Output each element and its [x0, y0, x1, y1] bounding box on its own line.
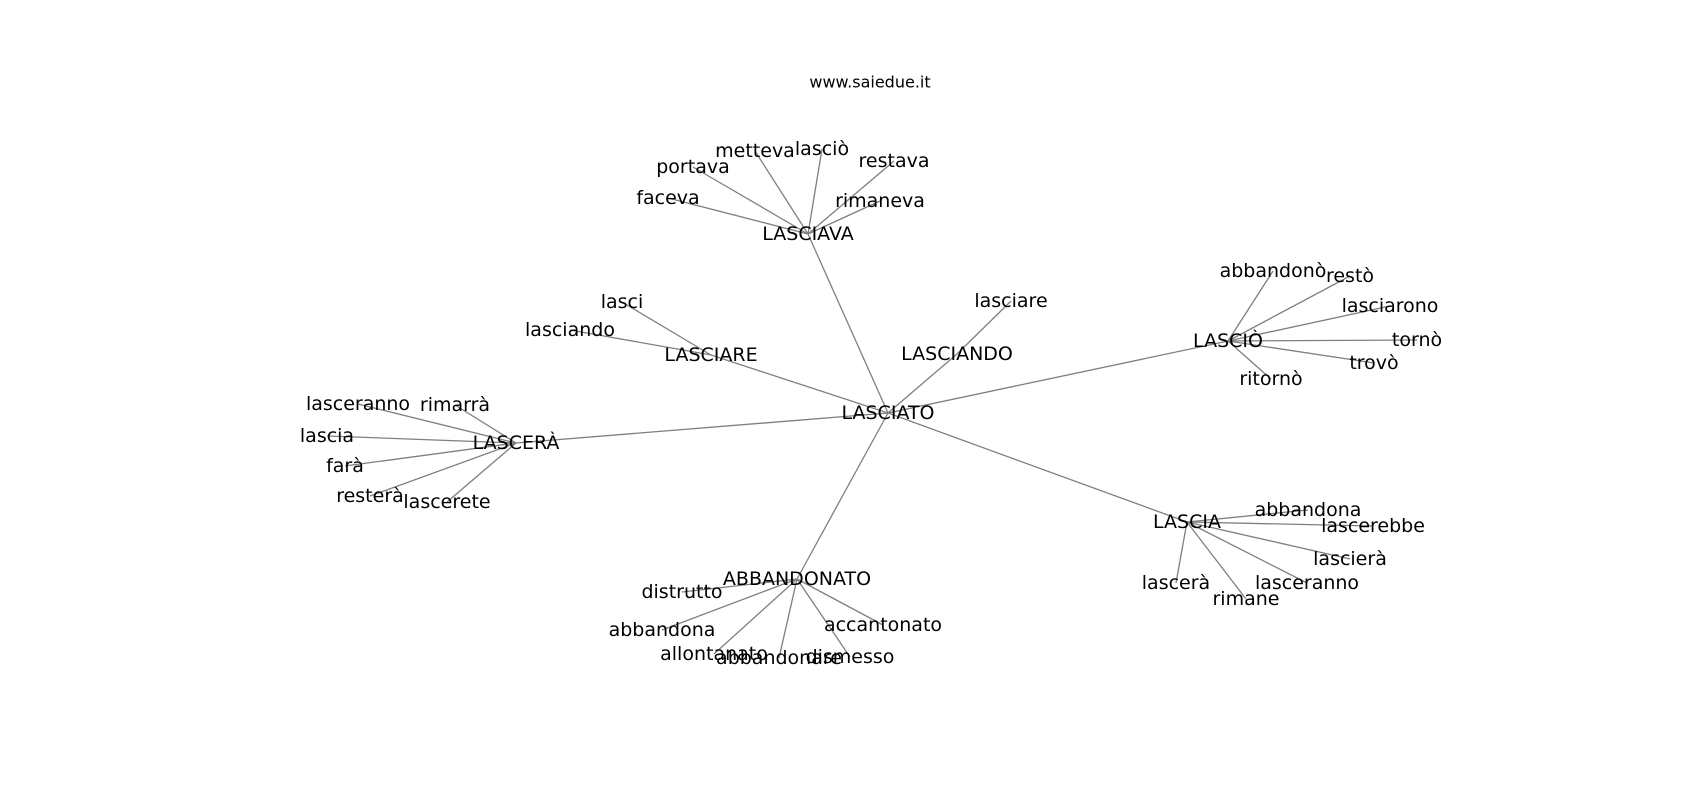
- edge-lascio-lasciarono: [1227, 305, 1391, 342]
- edge-lascio-torno: [1227, 339, 1418, 342]
- node-leaf-lasciando-small: lasciando: [525, 319, 615, 341]
- node-center-lasciato: LASCIATO: [841, 402, 934, 424]
- node-leaf-abbandona-b: abbandona: [609, 619, 716, 641]
- edge-lascia-lasceranno-b: [1186, 521, 1308, 584]
- node-hub-lascia: LASCIA: [1153, 511, 1221, 533]
- site-title: www.saiedue.it: [809, 73, 930, 92]
- edge-abbandonato-abbandonare: [778, 578, 798, 659]
- node-leaf-lasceranno-a: lasceranno: [306, 393, 410, 415]
- node-leaf-metteva: metteva: [715, 140, 795, 162]
- node-leaf-lascerete: lascerete: [403, 491, 490, 513]
- node-leaf-abbandonare: abbandonare: [716, 647, 842, 669]
- edge-center-lasciare: [710, 354, 889, 414]
- node-leaf-rimaneva: rimaneva: [835, 190, 925, 212]
- node-hub-lasciare: LASCIARE: [664, 344, 757, 366]
- edge-center-lasciando: [887, 353, 958, 414]
- node-hub-lascera: LASCERÀ: [473, 431, 560, 454]
- node-leaf-lascio-small: lasciò: [795, 138, 849, 160]
- edge-center-lascio: [887, 340, 1229, 414]
- edge-abbandonato-dismesso: [796, 578, 851, 658]
- edge-lasciava-metteva: [754, 150, 809, 235]
- edge-lascera-fara: [344, 442, 517, 467]
- edge-lascia-lascera-small: [1175, 521, 1188, 584]
- edge-lasciava-rimaneva: [807, 200, 881, 235]
- edge-abbandonato-accantonato: [796, 578, 884, 626]
- node-leaf-allontanato: allontanato: [660, 643, 768, 665]
- node-leaf-accantonato: accantonato: [824, 614, 942, 636]
- node-leaf-lascera-small: lascerà: [1142, 572, 1210, 594]
- edge-lascia-lascerebbe: [1186, 521, 1374, 527]
- edge-lascera-lasceranno-a: [357, 403, 517, 444]
- node-hub-lasciando: LASCIANDO: [901, 343, 1013, 365]
- edge-lascera-lascia-small: [326, 435, 517, 444]
- node-hub-abbandonato: ABBANDONATO: [723, 568, 871, 590]
- node-leaf-torno: tornò: [1392, 329, 1442, 351]
- node-hub-lascio: LASCIÒ: [1193, 328, 1263, 352]
- node-leaf-abbandona-a: abbandona: [1255, 499, 1362, 521]
- edge-abbandonato-distrutto: [681, 578, 798, 593]
- node-leaf-dismesso: dismesso: [806, 646, 895, 668]
- node-leaf-lascerebbe: lascerebbe: [1321, 515, 1425, 537]
- edge-lascio-resto: [1227, 275, 1351, 342]
- edge-lascio-ritorno: [1227, 340, 1272, 380]
- edge-lasciava-lascio-small: [807, 148, 823, 235]
- node-leaf-portava: portava: [656, 156, 729, 178]
- edge-lasciare-lasci: [621, 301, 712, 356]
- edge-center-lasciava: [807, 233, 889, 414]
- node-leaf-resto: restò: [1326, 265, 1374, 287]
- edge-lascera-restera: [369, 442, 517, 497]
- node-leaf-restera: resterà: [336, 485, 404, 507]
- edge-lascera-rimarra: [454, 404, 517, 444]
- node-leaf-lascia-small: lascia: [300, 425, 354, 447]
- node-leaf-faceva: faceva: [636, 187, 699, 209]
- edge-lasciava-portava: [692, 166, 809, 235]
- node-leaf-distrutto: distrutto: [641, 581, 722, 603]
- edge-lasciava-faceva: [667, 197, 809, 235]
- edge-lascia-rimane: [1186, 521, 1247, 600]
- node-leaf-trovo: trovò: [1349, 352, 1398, 374]
- edges-layer: [326, 148, 1418, 659]
- edge-center-lascera: [515, 412, 889, 444]
- edge-lascia-lascierà: [1186, 521, 1351, 560]
- edge-lasciando-lasciare-small: [956, 300, 1012, 355]
- edge-lasciare-lasciando-small: [569, 329, 712, 356]
- edge-lascio-trovo: [1227, 340, 1375, 364]
- node-leaf-ritorno: ritornò: [1239, 368, 1302, 390]
- node-leaf-restava: restava: [859, 150, 930, 172]
- edge-lascia-abbandona-a: [1186, 509, 1309, 523]
- edge-lascera-lascerete: [446, 442, 517, 503]
- edge-lascio-abbandono: [1227, 270, 1274, 342]
- node-leaf-lascierà: lascierà: [1313, 548, 1387, 570]
- node-leaf-lasciare-small: lasciare: [974, 290, 1047, 312]
- node-leaf-lasceranno-b: lasceranno: [1255, 572, 1359, 594]
- edge-center-lascia: [887, 412, 1188, 523]
- edge-abbandonato-allontanato: [713, 578, 798, 655]
- node-leaf-lasciarono: lasciarono: [1342, 295, 1439, 317]
- node-leaf-rimarra: rimarrà: [420, 394, 490, 416]
- node-leaf-abbandono: abbandonò: [1220, 260, 1327, 282]
- node-leaf-fara: farà: [326, 455, 364, 477]
- node-leaf-lasci: lasci: [601, 291, 644, 313]
- edge-lasciava-restava: [807, 160, 895, 235]
- edge-center-abbandonato: [796, 412, 889, 580]
- edge-abbandonato-abbandona-b: [661, 578, 798, 631]
- node-hub-lasciava: LASCIAVA: [762, 223, 854, 245]
- node-leaf-rimane: rimane: [1213, 588, 1280, 610]
